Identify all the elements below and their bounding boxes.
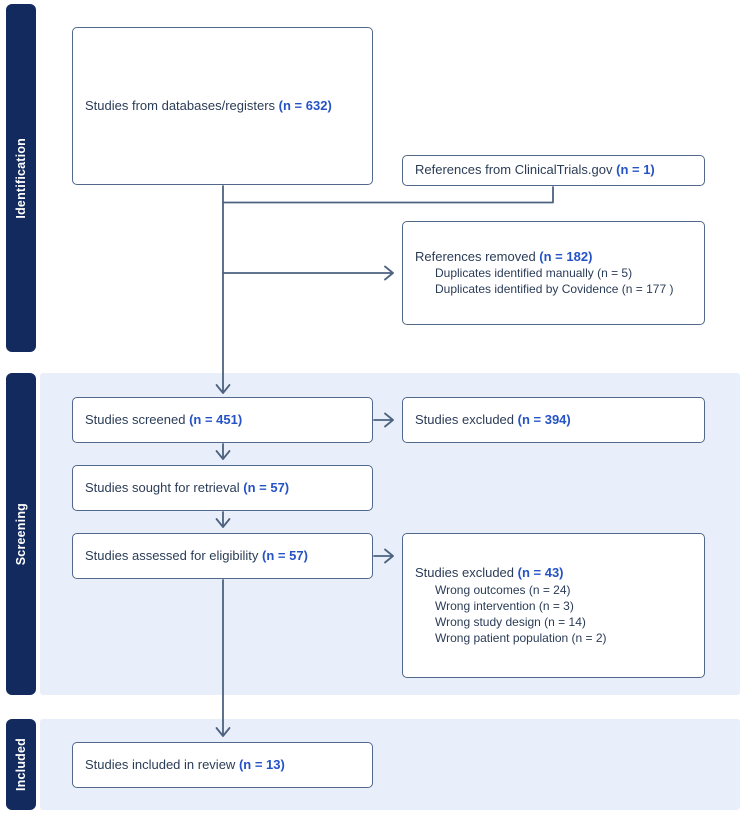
box-label: Studies excluded — [415, 411, 515, 427]
box-references-clinicaltrials: References from ClinicalTrials.gov (n = … — [402, 155, 705, 186]
box-count: (n = 1) — [616, 162, 655, 178]
box-label: References from ClinicalTrials.gov — [415, 162, 613, 178]
box-label: Studies from databases/registers — [85, 97, 276, 113]
box-studies-excluded-screening: Studies excluded (n = 394) — [402, 397, 705, 443]
box-label: Studies screened — [85, 411, 186, 427]
box-count: (n = 13) — [238, 756, 285, 772]
box-count: (n = 394) — [517, 411, 571, 427]
box-studies-screened: Studies screened (n = 451) — [72, 397, 373, 443]
section-bar-screening: Screening — [6, 373, 36, 695]
box-studies-from-databases: Studies from databases/registers (n = 63… — [72, 27, 373, 185]
connector-clinicaltrials-join — [222, 186, 554, 204]
box-sub-item: Duplicates identified by Covidence (n = … — [435, 282, 674, 297]
box-studies-assessed-eligibility: Studies assessed for eligibility (n = 57… — [72, 533, 373, 579]
box-studies-sought-retrieval: Studies sought for retrieval (n = 57) — [72, 465, 373, 511]
box-count: (n = 632) — [278, 97, 332, 113]
box-studies-excluded-eligibility: Studies excluded (n = 43) Wrong outcomes… — [402, 533, 705, 678]
box-count: (n = 451) — [189, 411, 243, 427]
box-sub-item: Wrong outcomes (n = 24) — [435, 582, 571, 597]
section-bar-included: Included — [6, 719, 36, 810]
section-label-identification: Identification — [14, 137, 28, 219]
box-studies-included-review: Studies included in review (n = 13) — [72, 742, 373, 788]
box-label: Studies included in review — [85, 756, 236, 772]
box-sub-item: Wrong intervention (n = 3) — [435, 598, 574, 613]
box-label: Studies sought for retrieval — [85, 479, 240, 495]
box-sub-item: Wrong patient population (n = 2) — [435, 630, 607, 645]
arrowhead-right-references-removed — [384, 265, 394, 281]
box-count: (n = 57) — [243, 479, 290, 495]
box-count: (n = 57) — [262, 547, 308, 563]
box-sub-item: Wrong study design (n = 14) — [435, 614, 586, 629]
box-sub-item: Duplicates identified manually (n = 5) — [435, 266, 633, 281]
box-label: Studies excluded — [415, 565, 515, 581]
box-count: (n = 43) — [517, 565, 564, 581]
box-label: Studies assessed for eligibility — [85, 547, 259, 563]
box-count: (n = 182) — [539, 248, 593, 264]
box-references-removed: References removed (n = 182) Duplicates … — [402, 221, 705, 325]
section-bar-identification: Identification — [6, 4, 36, 352]
section-label-included: Included — [14, 738, 28, 791]
box-label: References removed — [415, 248, 536, 264]
section-label-screening: Screening — [14, 502, 28, 566]
